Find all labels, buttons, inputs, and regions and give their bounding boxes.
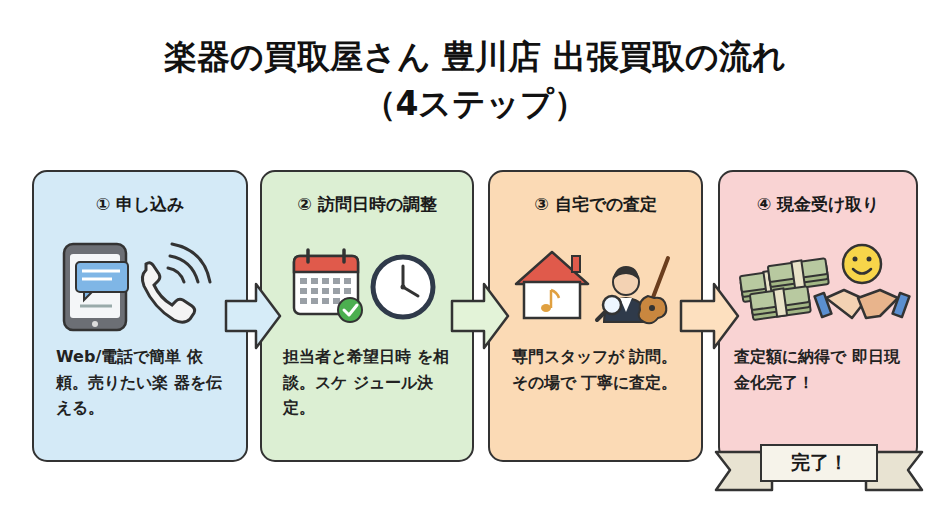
flow-arrow	[452, 284, 508, 348]
step-box: ① 申し込み Web/電話で簡単 依頼。売りたい楽 器を伝える。	[32, 170, 248, 462]
diagram-title: 楽器の買取屋さん 豊川店 出張買取の流れ（4ステップ）	[150, 34, 800, 128]
guitar-icon	[639, 258, 668, 323]
telephone-icon	[142, 244, 210, 322]
clock-icon	[373, 257, 433, 317]
money-icon	[740, 258, 829, 320]
complete-banner: 完了！	[760, 444, 878, 482]
step-box: ② 訪問日時の調整担当者と希望日時 を相談。スケ ジュール決定。	[260, 170, 474, 462]
step-heading: ④ 現金受け取り	[720, 192, 916, 216]
step-box: ③ 自宅での査定専門スタッフが 訪問。その場で 丁寧に査定。	[488, 170, 703, 462]
banner-text: 完了！	[791, 450, 848, 476]
flow-arrow	[226, 284, 280, 348]
house-icon	[516, 252, 588, 318]
staff-icon	[597, 258, 668, 323]
ribbon-tails	[716, 452, 922, 490]
step-description: 担当者と希望日時 を相談。スケ ジュール決定。	[283, 344, 451, 421]
step-description: Web/電話で簡単 依頼。売りたい楽 器を伝える。	[56, 344, 224, 421]
smiley-icon	[843, 245, 881, 283]
flow-arrow	[681, 284, 738, 348]
step-heading: ② 訪問日時の調整	[262, 192, 472, 216]
handshake-icon	[815, 290, 910, 318]
smartphone-icon	[64, 244, 128, 330]
step-heading: ③ 自宅での査定	[490, 192, 701, 216]
step-box: ④ 現金受け取り査定額に納得で 即日現金化完了！	[718, 170, 918, 462]
step-heading: ① 申し込み	[34, 192, 246, 216]
step-description: 専門スタッフが 訪問。その場で 丁寧に査定。	[512, 344, 680, 395]
step-description: 査定額に納得で 即日現金化完了！	[734, 344, 902, 395]
calendar-icon	[294, 250, 362, 322]
